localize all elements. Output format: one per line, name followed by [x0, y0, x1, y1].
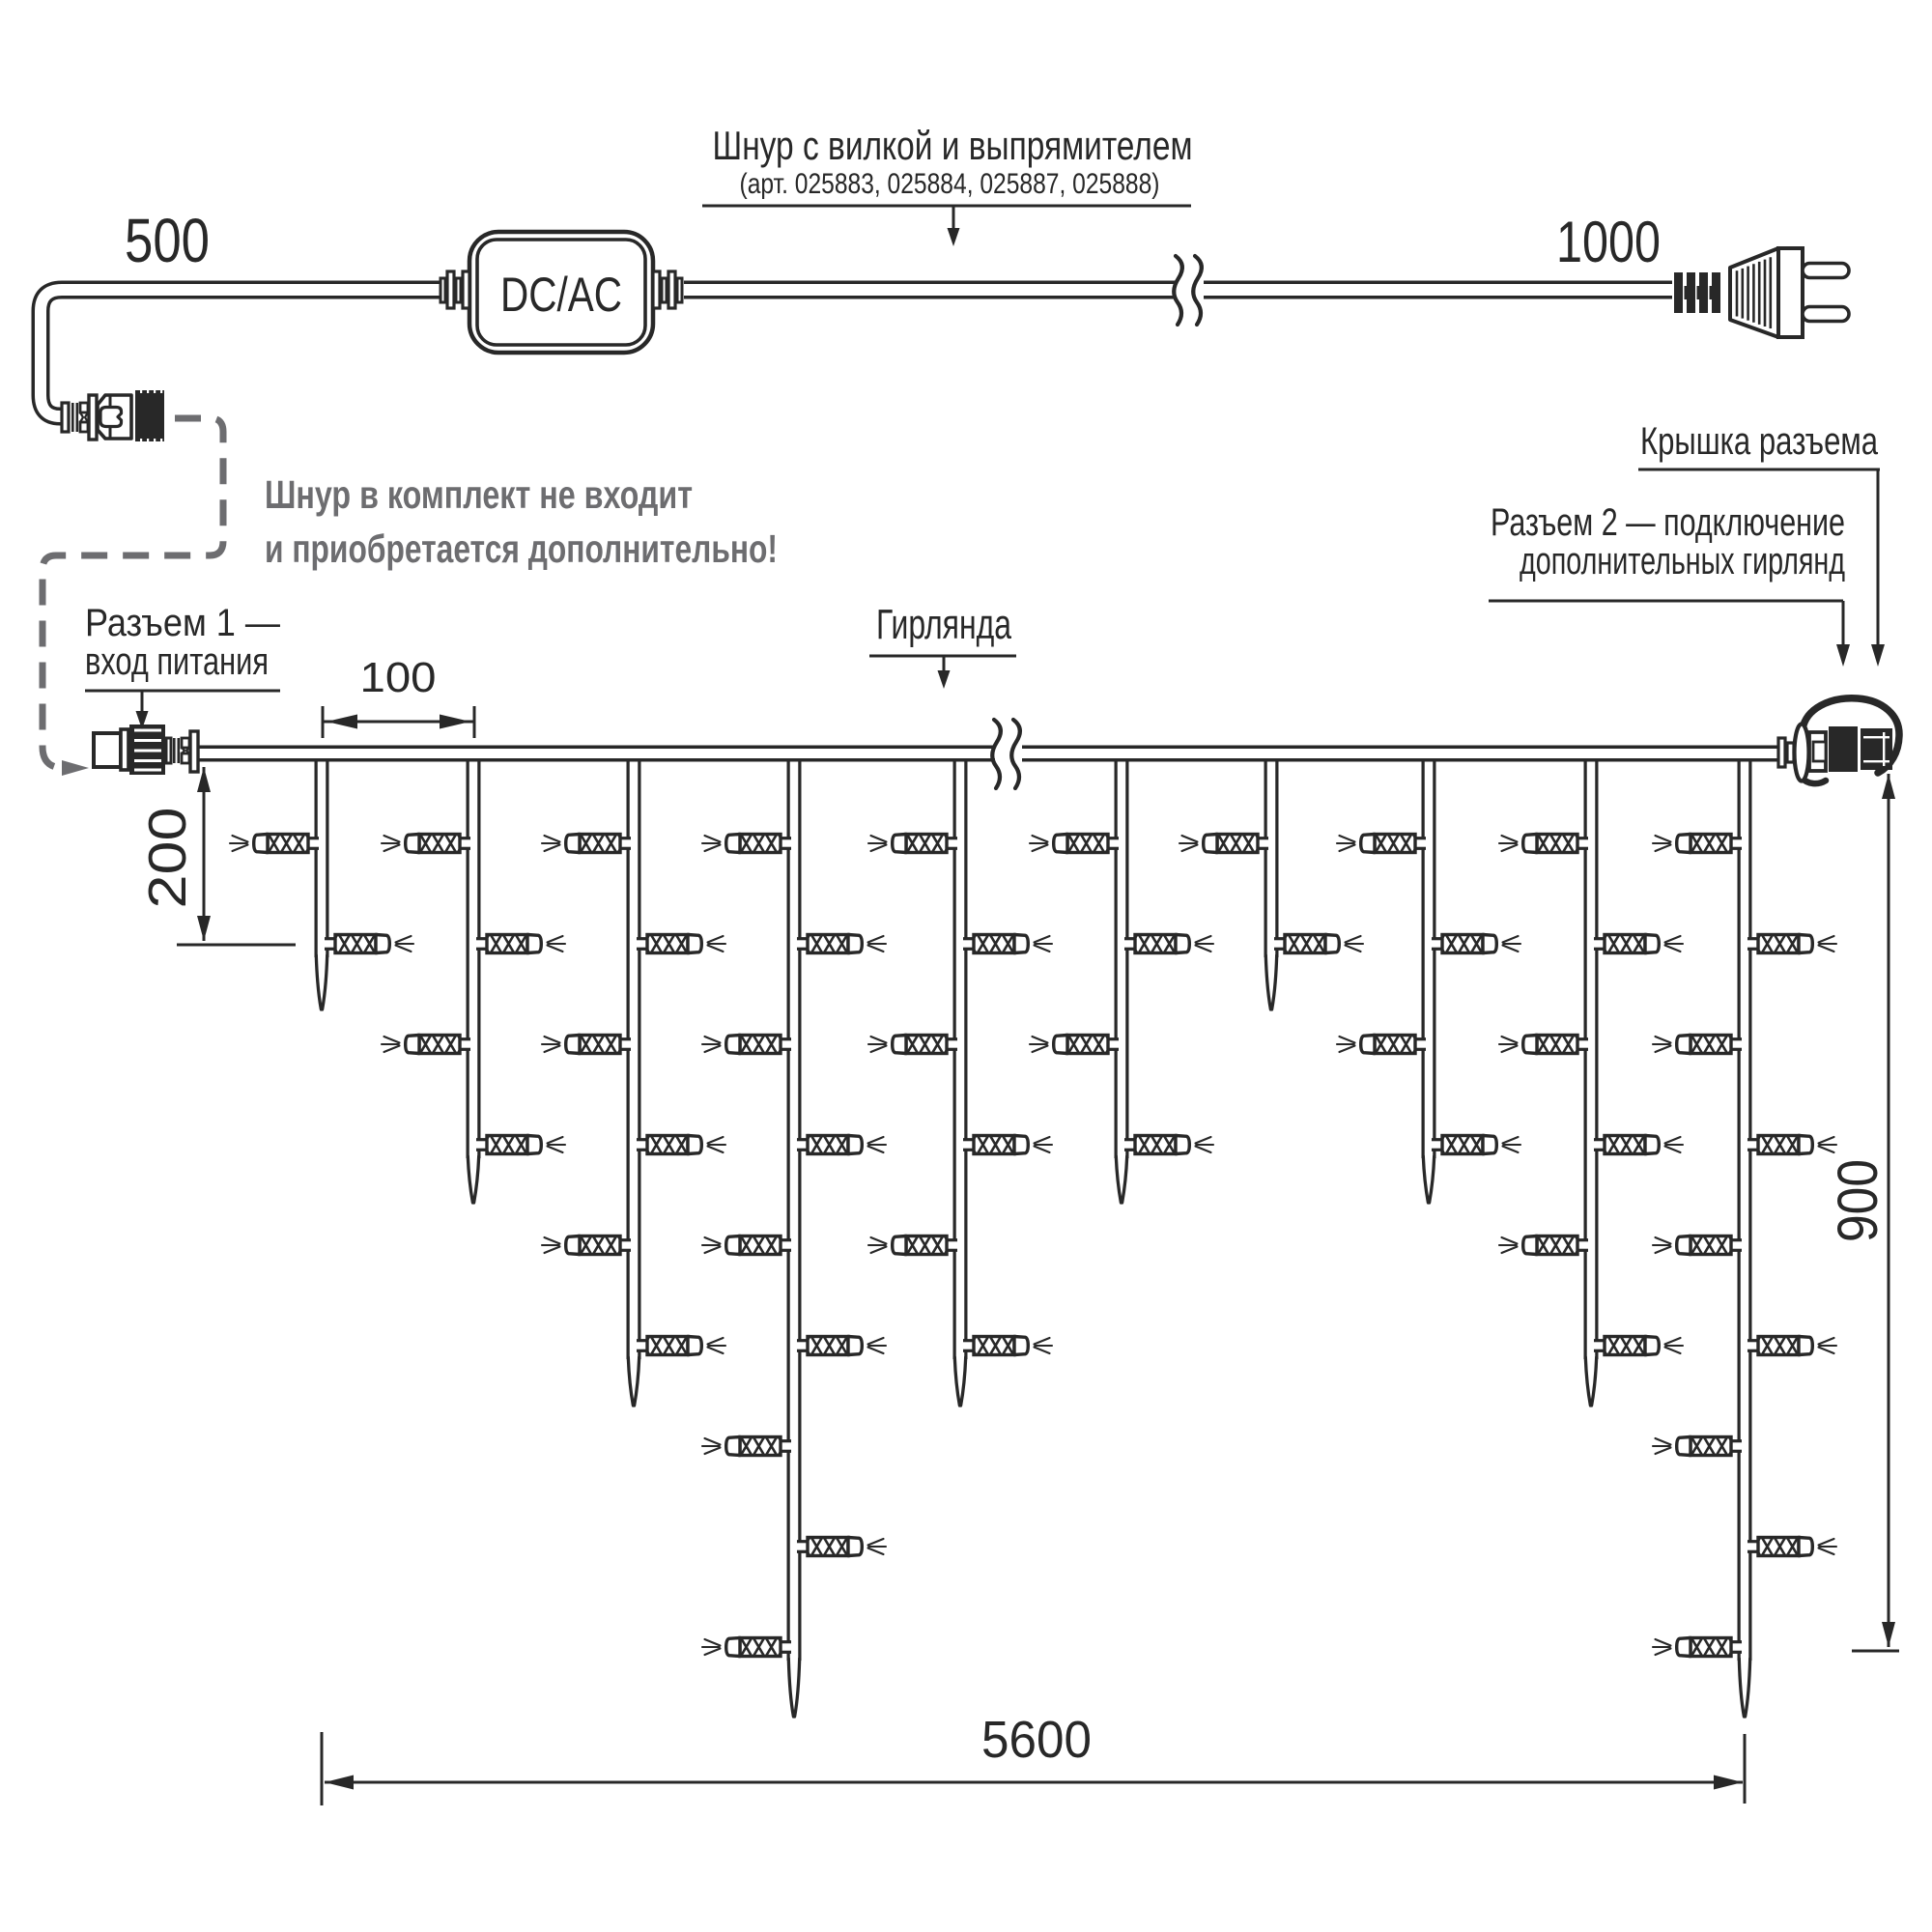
svg-text:DC/AC: DC/AC: [500, 268, 622, 322]
svg-text:вход питания: вход питания: [85, 640, 269, 683]
svg-text:Крышка разъема: Крышка разъема: [1640, 420, 1879, 463]
svg-text:100: 100: [360, 654, 437, 701]
svg-text:(арт. 025883, 025884, 025887,: (арт. 025883, 025884, 025887, 025888): [740, 168, 1160, 200]
svg-text:900: 900: [1827, 1159, 1889, 1242]
svg-text:дополнительных гирлянд: дополнительных гирлянд: [1520, 540, 1845, 582]
svg-text:200: 200: [137, 808, 197, 909]
svg-text:Шнур в комплект не входит: Шнур в комплект не входит: [265, 472, 693, 517]
svg-text:Шнур с вилкой и выпрямителем: Шнур с вилкой и выпрямителем: [713, 123, 1193, 168]
svg-text:и приобретается дополнительно!: и приобретается дополнительно!: [265, 526, 778, 571]
svg-text:Гирлянда: Гирлянда: [876, 601, 1011, 648]
svg-text:5600: 5600: [981, 1711, 1092, 1769]
svg-text:Разъем 1 —: Разъем 1 —: [85, 602, 280, 644]
svg-text:Разъем 2 — подключение: Разъем 2 — подключение: [1491, 501, 1845, 544]
svg-text:500: 500: [125, 206, 210, 275]
svg-text:1000: 1000: [1556, 210, 1661, 274]
